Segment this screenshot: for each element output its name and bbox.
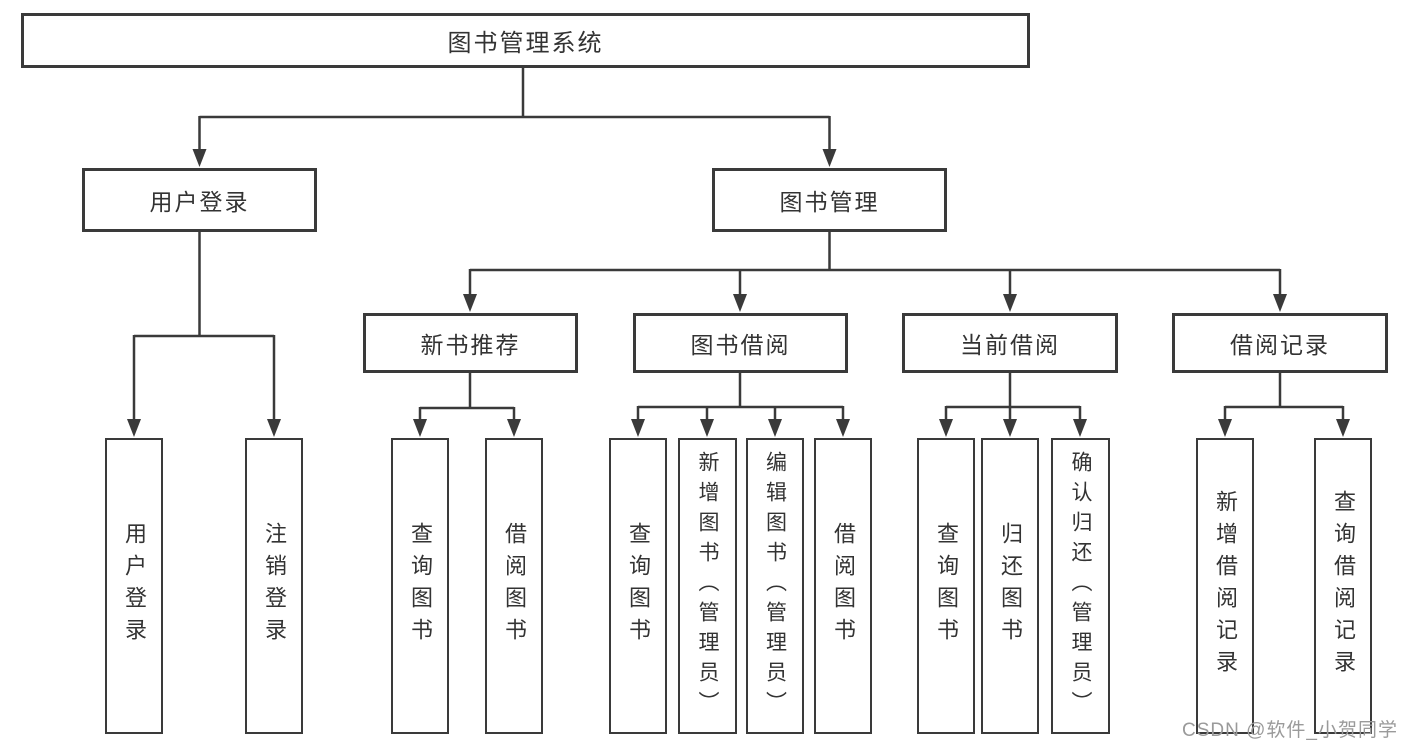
connector-bookmgmt-to-level3	[468, 232, 1282, 300]
connector-arrow-icon	[939, 419, 953, 437]
connector-arrow-icon	[192, 149, 207, 167]
node-current-borrow: 当前借阅	[902, 313, 1118, 373]
leaf-logout: 注销登录	[245, 438, 303, 734]
node-borrow-records: 借阅记录	[1172, 313, 1388, 373]
connector-arrow-icon	[507, 419, 521, 437]
node-root: 图书管理系统	[21, 13, 1030, 68]
leaf-return-books: 归还图书	[981, 438, 1039, 734]
leaf-query-books-borrow: 查询图书	[609, 438, 667, 734]
connector-arrow-icon	[836, 419, 850, 437]
leaf-borrow-books-recommend: 借阅图书	[485, 438, 543, 734]
leaf-query-borrow-record: 查询借阅记录	[1314, 438, 1372, 734]
leaf-query-books-recommend: 查询图书	[391, 438, 449, 734]
connector-arrow-icon	[127, 419, 141, 437]
leaf-query-books-current: 查询图书	[917, 438, 975, 734]
connector-newbooks-to-children	[418, 372, 516, 425]
connector-arrow-icon	[267, 419, 281, 437]
leaf-add-book-admin: 新增图书（管理员）	[678, 438, 737, 734]
leaf-add-borrow-record: 新增借阅记录	[1196, 438, 1254, 734]
connector-arrow-icon	[768, 419, 782, 437]
node-user-login: 用户登录	[82, 168, 317, 232]
connector-records-to-children	[1223, 372, 1345, 425]
leaf-confirm-return-admin: 确认归还（管理员）	[1051, 438, 1110, 734]
connector-arrow-icon	[1003, 294, 1017, 312]
connector-arrow-icon	[1336, 419, 1350, 437]
connector-arrow-icon	[733, 294, 747, 312]
connector-root-to-level2	[198, 66, 831, 155]
connector-arrow-icon	[631, 419, 645, 437]
node-book-management: 图书管理	[712, 168, 947, 232]
leaf-user-login: 用户登录	[105, 438, 163, 734]
leaf-edit-book-admin: 编辑图书（管理员）	[746, 438, 804, 734]
connector-arrow-icon	[1073, 419, 1087, 437]
connector-arrow-icon	[1218, 419, 1232, 437]
connector-bookborrow-to-children	[636, 372, 845, 425]
connector-arrow-icon	[413, 419, 427, 437]
connector-currentborrow-to-children	[944, 372, 1082, 425]
connector-arrow-icon	[1003, 419, 1017, 437]
connector-arrow-icon	[822, 149, 837, 167]
connector-arrow-icon	[700, 419, 714, 437]
node-new-book-recommend: 新书推荐	[363, 313, 578, 373]
connector-arrow-icon	[1273, 294, 1287, 312]
connector-arrow-icon	[463, 294, 477, 312]
node-book-borrow: 图书借阅	[633, 313, 848, 373]
leaf-borrow-books-borrow: 借阅图书	[814, 438, 872, 734]
watermark: CSDN @软件_小贺同学	[1182, 720, 1398, 741]
connector-userlogin-to-children	[132, 232, 276, 424]
